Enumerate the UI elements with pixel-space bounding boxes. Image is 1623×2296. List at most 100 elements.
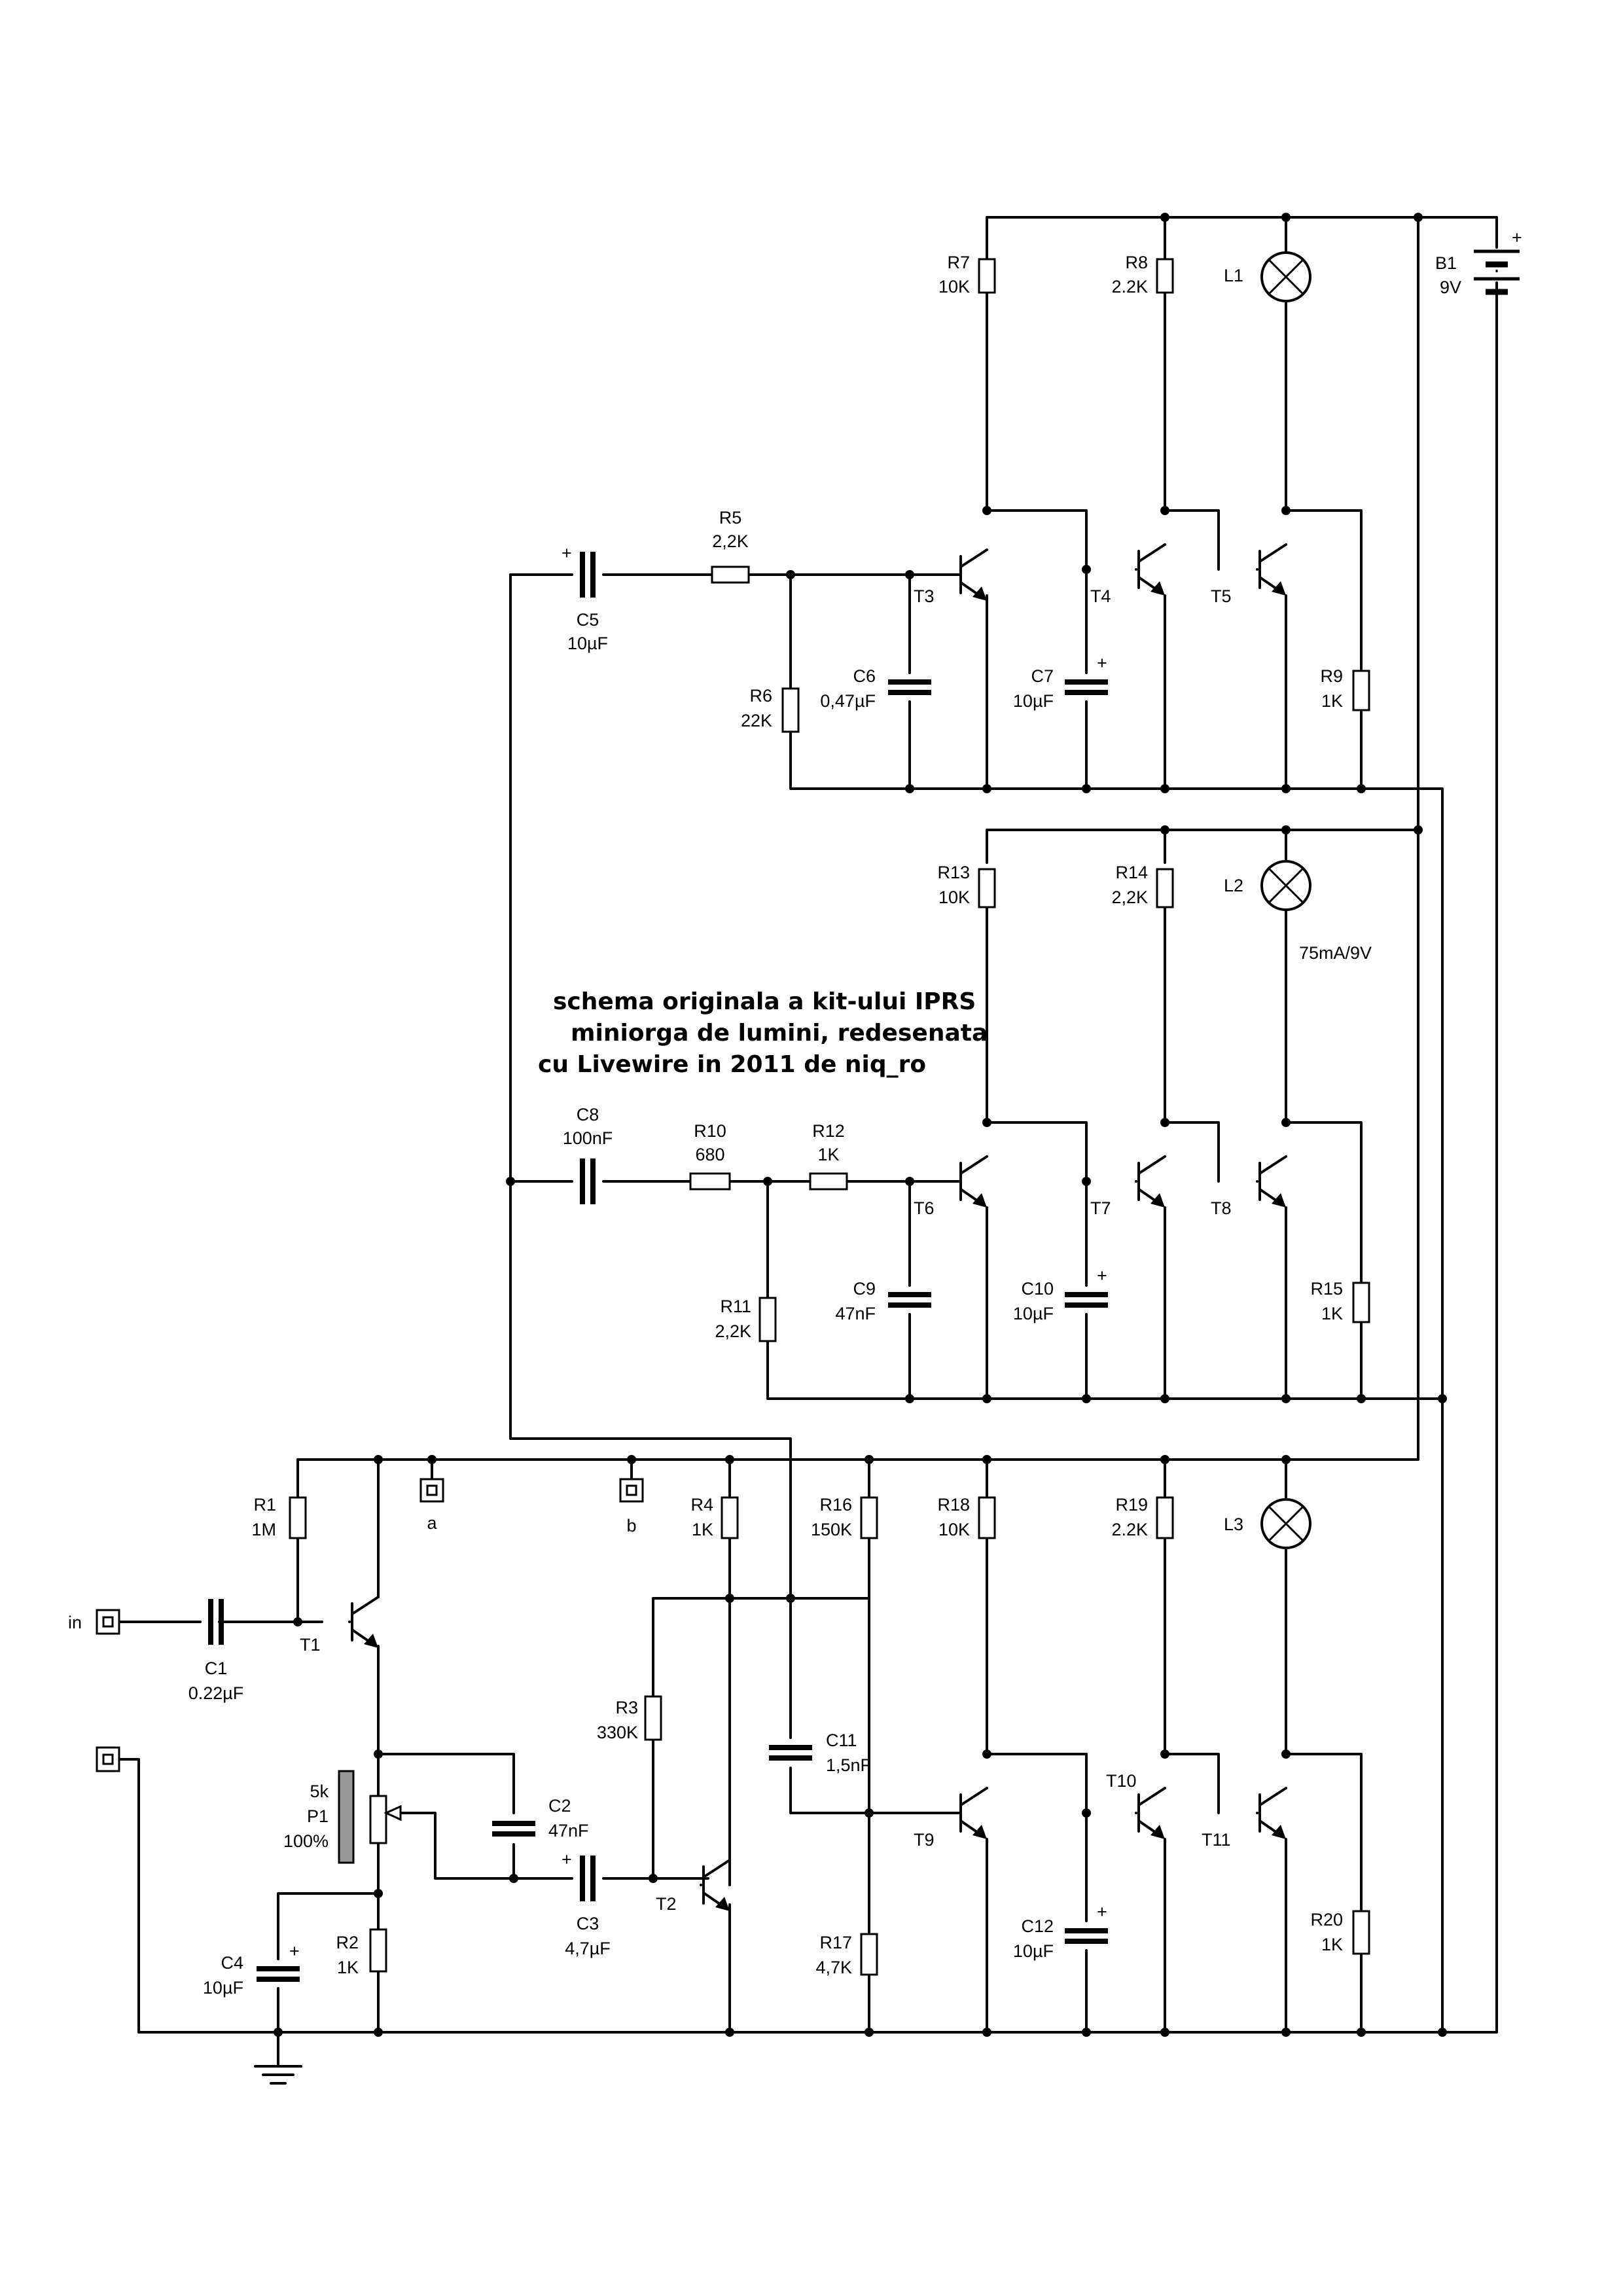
value-r8: 2.2K xyxy=(1111,277,1148,296)
label-c4: C4 xyxy=(221,1953,243,1973)
label-t11: T11 xyxy=(1202,1830,1231,1850)
plus-b1: + xyxy=(1512,228,1522,247)
capacitor-c1 xyxy=(208,1599,224,1645)
label-r11: R11 xyxy=(720,1297,751,1316)
capacitor-c3 xyxy=(580,1856,596,1901)
plus-c5: + xyxy=(562,543,572,563)
resistor-r16 xyxy=(860,1496,878,1539)
transistor-t2 xyxy=(700,1859,731,1911)
resistor-r12 xyxy=(809,1172,848,1191)
label-r16: R16 xyxy=(819,1495,852,1515)
value-r14: 2,2K xyxy=(1111,888,1148,907)
label-r12: R12 xyxy=(812,1121,845,1141)
transistor-t7 xyxy=(1135,1155,1166,1208)
value-r16: 150K xyxy=(811,1520,852,1539)
value-r10: 680 xyxy=(695,1145,724,1164)
resistor-r18 xyxy=(978,1496,996,1539)
value-c8: 100nF xyxy=(563,1128,613,1148)
transistor-t6 xyxy=(957,1155,988,1208)
label-l1: L1 xyxy=(1224,266,1243,285)
label-c6: C6 xyxy=(853,666,876,686)
label-p1: P1 xyxy=(307,1806,329,1826)
lamp-l1 xyxy=(1260,251,1311,302)
label-r1: R1 xyxy=(253,1495,276,1515)
transistors xyxy=(348,543,1287,1911)
resistor-r8 xyxy=(1156,258,1174,294)
value-r12: 1K xyxy=(817,1145,839,1164)
junctions xyxy=(274,213,1447,2037)
capacitor-c7 xyxy=(1065,679,1108,695)
capacitor-c12 xyxy=(1065,1928,1108,1944)
battery-b1 xyxy=(1474,234,1520,329)
capacitor-c9 xyxy=(888,1292,931,1308)
value-c7: 10µF xyxy=(1013,691,1054,711)
resistor-r17 xyxy=(860,1933,878,1976)
transistor-t4 xyxy=(1135,543,1166,596)
labels: schema originala a kit-ului IPRS miniorg… xyxy=(68,228,1522,1998)
note-line-3: cu Livewire in 2011 de niq_ro xyxy=(538,1051,926,1078)
label-c7: C7 xyxy=(1031,666,1054,686)
label-c11: C11 xyxy=(826,1731,857,1750)
resistor-r1 xyxy=(289,1496,307,1539)
resistor-r9 xyxy=(1352,670,1370,711)
test-point-a xyxy=(419,1478,444,1503)
value-c2: 47nF xyxy=(548,1821,589,1840)
resistor-r6 xyxy=(781,687,800,733)
label-t4: T4 xyxy=(1090,586,1111,606)
label-r10: R10 xyxy=(694,1121,726,1141)
label-r6: R6 xyxy=(749,686,772,706)
label-r15: R15 xyxy=(1310,1279,1343,1299)
label-b: b xyxy=(626,1516,636,1535)
resistor-r13 xyxy=(978,868,996,908)
value-r4: 1K xyxy=(692,1520,713,1539)
label-c1: C1 xyxy=(205,1659,228,1678)
capacitor-c8 xyxy=(580,1158,596,1204)
label-t10: T10 xyxy=(1106,1771,1137,1791)
value-b1: 9V xyxy=(1440,278,1461,297)
resistor-r2 xyxy=(369,1928,387,1973)
transistor-t9 xyxy=(957,1787,988,1839)
value-c6: 0,47µF xyxy=(820,691,876,711)
lamp-l2 xyxy=(1260,860,1311,911)
resistor-r3 xyxy=(644,1695,662,1741)
label-r14: R14 xyxy=(1115,863,1148,882)
transistor-t8 xyxy=(1256,1155,1287,1208)
label-t2: T2 xyxy=(656,1894,677,1914)
label-r19: R19 xyxy=(1115,1495,1148,1515)
label-in: in xyxy=(68,1613,82,1632)
label-c2: C2 xyxy=(548,1796,571,1816)
note-line-1: schema originala a kit-ului IPRS xyxy=(553,988,976,1015)
label-c12: C12 xyxy=(1021,1916,1054,1936)
plus-c3: + xyxy=(562,1850,572,1869)
resistor-r19 xyxy=(1156,1496,1174,1539)
plus-c7: + xyxy=(1097,653,1107,673)
label-c3: C3 xyxy=(577,1914,599,1933)
value-c9: 47nF xyxy=(835,1304,876,1323)
label-c10: C10 xyxy=(1021,1279,1054,1299)
value-l2: 75mA/9V xyxy=(1299,943,1372,963)
capacitor-c5 xyxy=(580,552,596,598)
label-r18: R18 xyxy=(937,1495,970,1515)
resistor-r10 xyxy=(689,1172,731,1191)
value-c3: 4,7µF xyxy=(565,1939,611,1958)
label-b1: B1 xyxy=(1435,253,1457,273)
label-t9: T9 xyxy=(914,1830,935,1850)
transistor-t1 xyxy=(348,1596,380,1648)
value-r3: 330K xyxy=(597,1723,638,1742)
value-r2: 1K xyxy=(337,1958,359,1977)
label-l3: L3 xyxy=(1224,1515,1243,1534)
label-l2: L2 xyxy=(1224,876,1243,895)
value-c10: 10µF xyxy=(1013,1304,1054,1323)
label-a: a xyxy=(427,1513,437,1533)
transistor-t10 xyxy=(1135,1787,1166,1839)
resistor-r5 xyxy=(711,565,750,584)
resistor-r15 xyxy=(1352,1282,1370,1323)
label-r17: R17 xyxy=(819,1933,852,1952)
value-c12: 10µF xyxy=(1013,1941,1054,1961)
value-r19: 2.2K xyxy=(1111,1520,1148,1539)
plus-c4: + xyxy=(289,1941,300,1961)
capacitor-c2 xyxy=(492,1821,535,1837)
value-r17: 4,7K xyxy=(815,1958,852,1977)
label-r4: R4 xyxy=(690,1495,713,1515)
value-r9: 1K xyxy=(1321,691,1343,711)
